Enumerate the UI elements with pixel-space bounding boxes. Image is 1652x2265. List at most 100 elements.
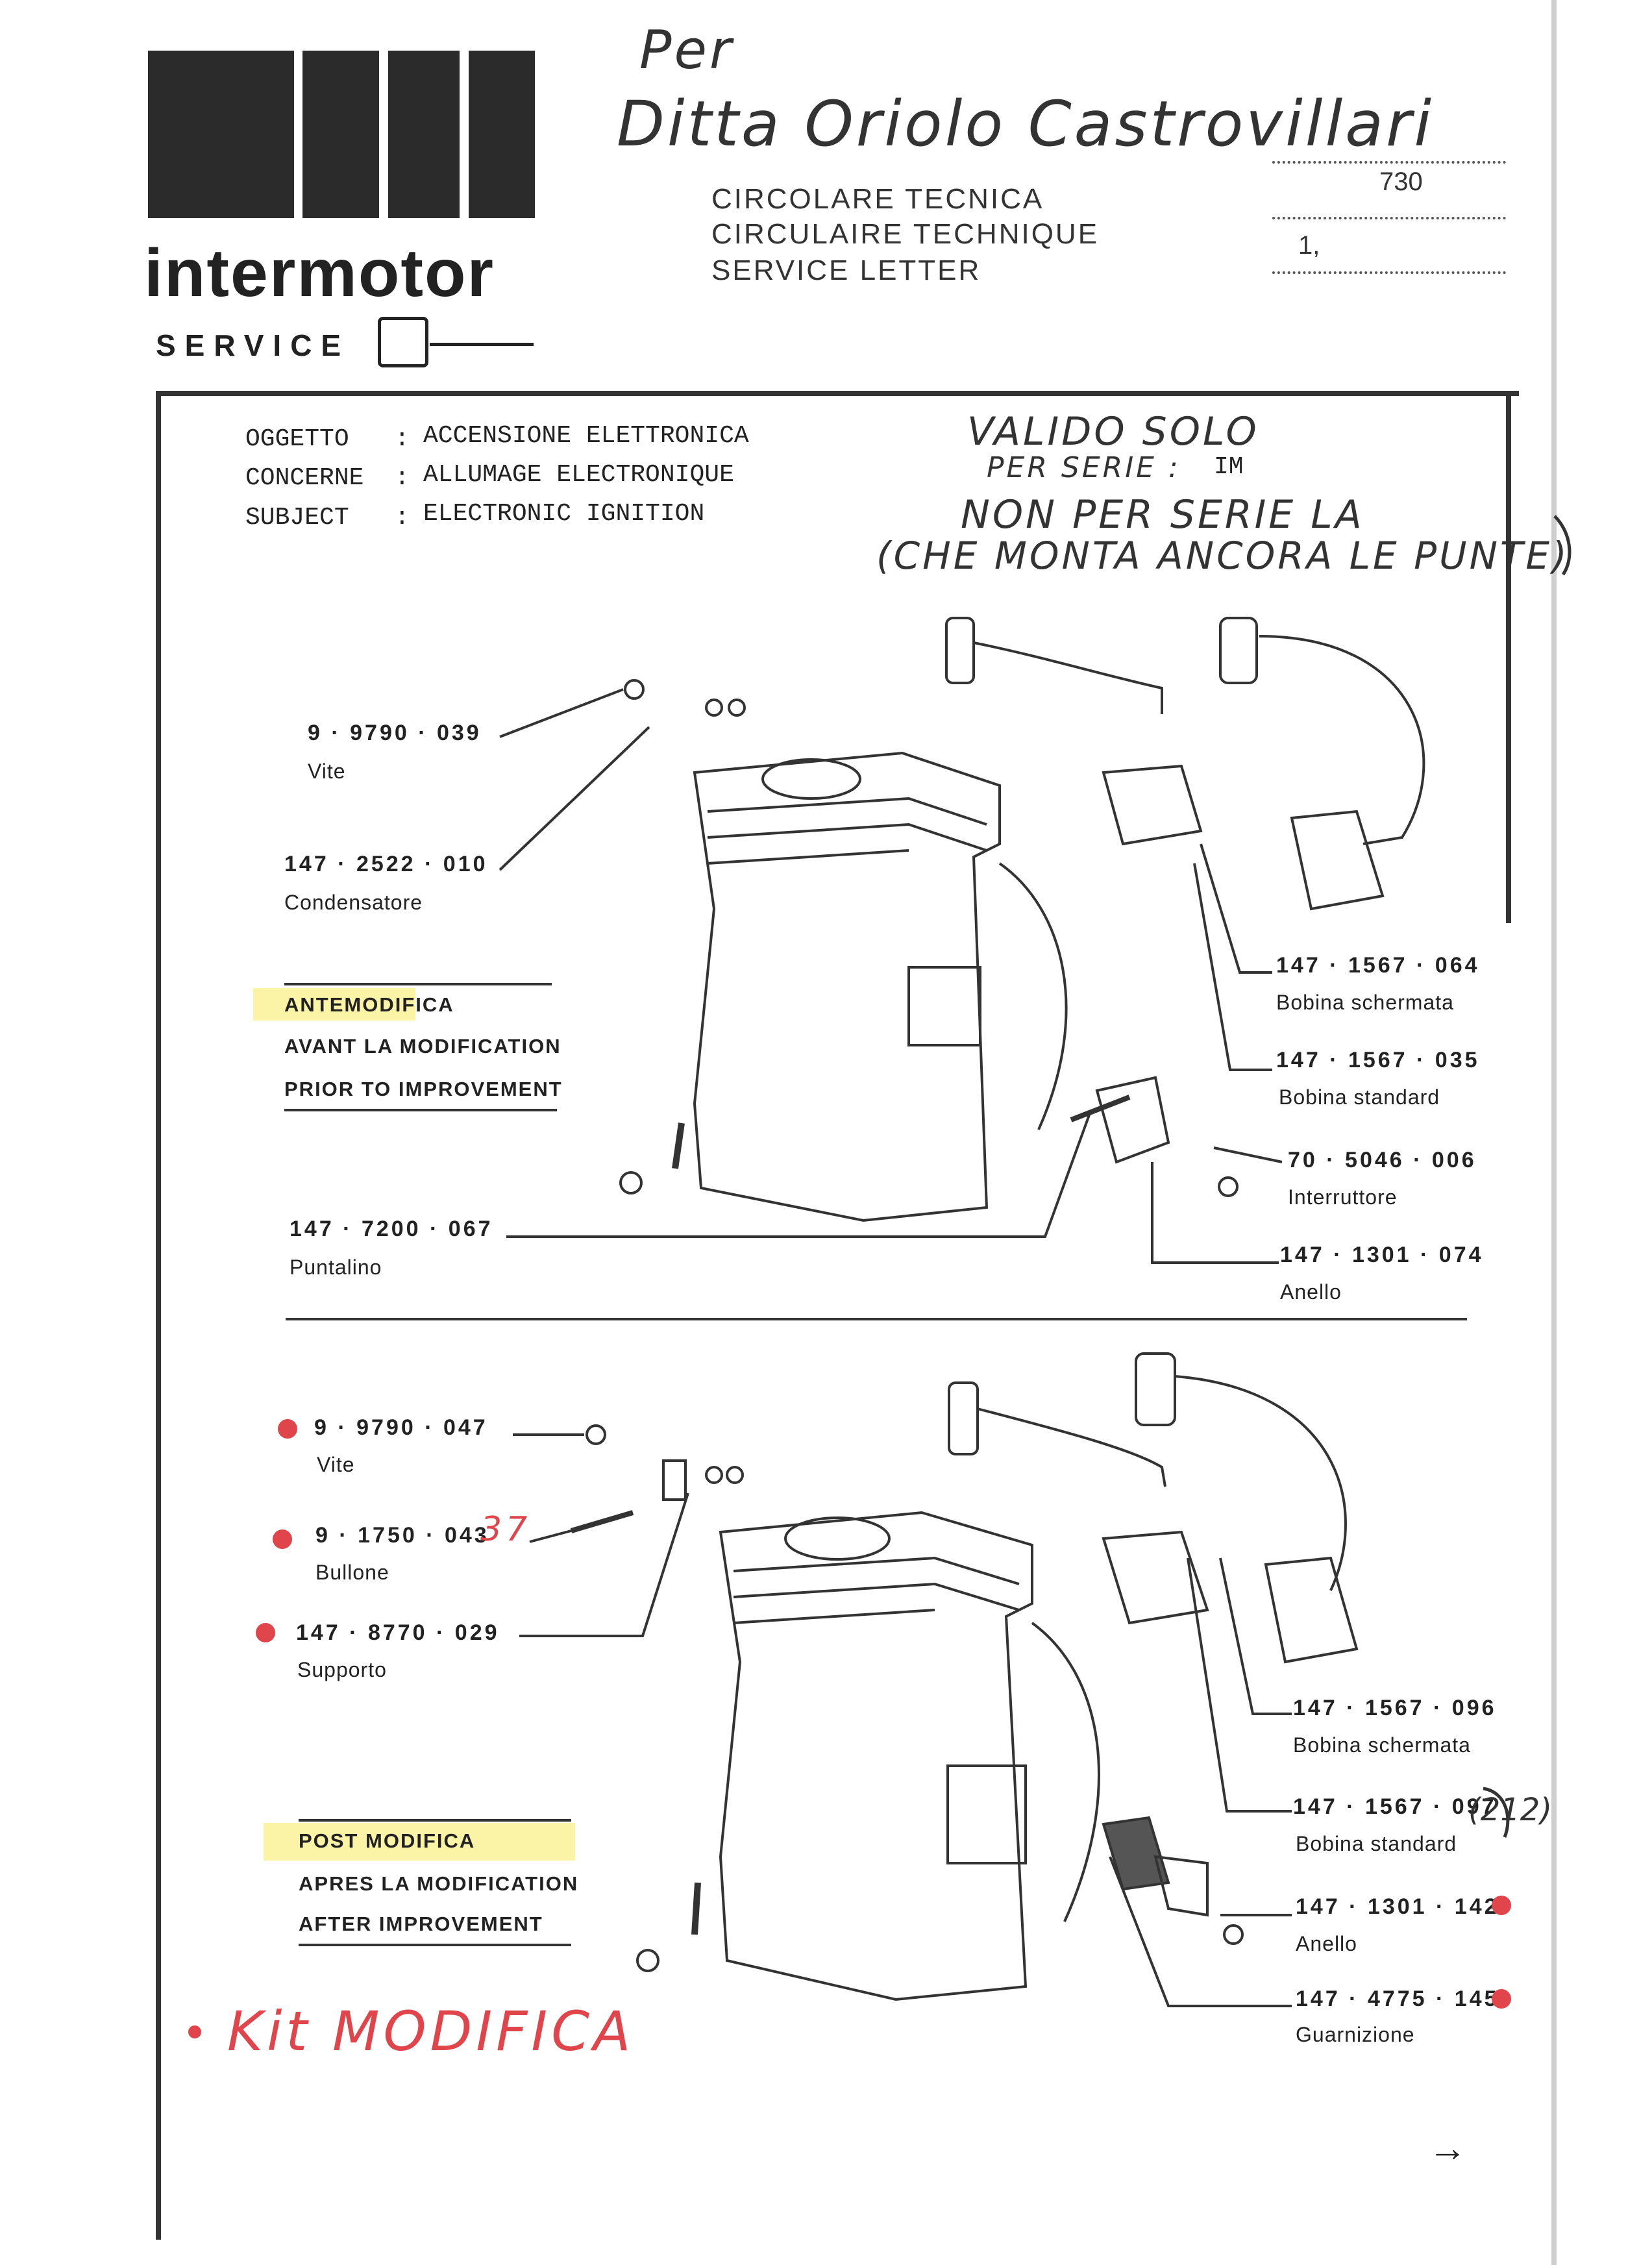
subject-label-subject: SUBJECT xyxy=(245,504,349,532)
dotted-line-1 xyxy=(1272,161,1506,164)
handwritten-note-212: (212) xyxy=(1468,1792,1553,1828)
coil-standard-after xyxy=(1102,1530,1209,1625)
before-part-name-vite: Vite xyxy=(308,760,346,783)
breaker-plate-before xyxy=(907,966,981,1046)
after-part-number-anello: 147 · 1301 · 142 xyxy=(1296,1894,1499,1919)
handwritten-kit-modifica: Kit MODIFICA xyxy=(227,1999,635,2063)
screw-bottom-before xyxy=(619,1171,643,1194)
nut-2-before xyxy=(728,699,746,717)
spark-cap-2-after xyxy=(1135,1352,1176,1426)
before-part-number-bobina-schermata: 147 · 1567 · 064 xyxy=(1276,953,1480,978)
before-part-number-interruttore: 70 · 5046 · 006 xyxy=(1288,1148,1477,1172)
circular-title-fr: CIRCULAIRE TECHNIQUE xyxy=(711,218,1100,250)
after-part-name-bullone: Bullone xyxy=(315,1561,389,1584)
after-part-number-supporto: 147 · 8770 · 029 xyxy=(296,1620,500,1645)
before-part-name-bobina-schermata: Bobina schermata xyxy=(1276,991,1454,1014)
kit-marker-anello xyxy=(1492,1896,1511,1915)
kit-note-marker xyxy=(188,2025,201,2038)
flywheel-housing-before xyxy=(998,862,1068,1130)
after-part-number-bullone: 9 · 1750 · 043 xyxy=(315,1523,489,1548)
after-part-number-bobina-standard: 147 · 1567 · 097 xyxy=(1293,1794,1497,1819)
before-part-number-puntalino: 147 · 7200 · 067 xyxy=(290,1217,493,1241)
engine-fin-3-before xyxy=(707,849,909,865)
before-part-name-bobina-standard: Bobina standard xyxy=(1279,1085,1440,1109)
after-label-it: POST MODIFICA xyxy=(299,1829,476,1852)
content-frame xyxy=(156,391,1519,2240)
subject-value-concerne: ALLUMAGE ELECTRONIQUE xyxy=(423,461,734,489)
circular-number: 730 xyxy=(1379,167,1423,196)
leader-supporto xyxy=(519,1492,689,1637)
before-part-number-vite: 9 · 9790 · 039 xyxy=(308,721,482,745)
engine-block-before xyxy=(693,751,1001,1222)
coil-shielded-before xyxy=(1290,810,1385,911)
cylinder-bore-before xyxy=(761,758,861,800)
handwritten-per: Per xyxy=(639,19,734,81)
logo-bar-2 xyxy=(302,51,379,218)
after-label-rule-top xyxy=(299,1819,571,1822)
ring-plate-after xyxy=(1153,1855,1209,1917)
engine-fin-2-before xyxy=(707,823,987,852)
support-bracket-after xyxy=(662,1459,687,1501)
before-label-fr: AVANT LA MODIFICATION xyxy=(284,1035,561,1058)
service-underline xyxy=(430,343,534,346)
bracket-before xyxy=(672,1122,685,1169)
before-part-name-anello: Anello xyxy=(1280,1280,1342,1304)
content-frame-right xyxy=(1506,391,1511,923)
engine-fin-1-after xyxy=(733,1556,1020,1585)
pushrod-before xyxy=(1070,1095,1131,1122)
before-label-highlight xyxy=(253,988,415,1021)
ht-cable-2-before xyxy=(1259,635,1425,845)
handwritten-correction-37: 37 xyxy=(480,1510,532,1549)
screw-vite-after xyxy=(586,1424,606,1445)
switch-plate-before xyxy=(1095,1076,1170,1164)
screw-vite-before xyxy=(624,679,645,700)
hand-bracket-punte xyxy=(1553,515,1572,576)
circular-title-en: SERVICE LETTER xyxy=(711,254,981,286)
leader-bobina-schermata-before xyxy=(1200,843,1272,974)
handwritten-punte-note: (CHE MONTA ANCORA LE PUNTE) xyxy=(876,534,1570,578)
leader-bullone xyxy=(529,1529,572,1543)
gasket-after xyxy=(1102,1816,1170,1891)
kit-marker-supporto xyxy=(256,1623,275,1642)
before-label-en: PRIOR TO IMPROVEMENT xyxy=(284,1078,563,1100)
engine-block-after xyxy=(719,1511,1033,2001)
kit-marker-bullone xyxy=(273,1529,292,1549)
subject-sep-3: : xyxy=(395,504,410,532)
leader-interruttore xyxy=(1213,1146,1283,1163)
handwritten-addressee: Ditta Oriolo Castrovillari xyxy=(617,88,1435,160)
switch-screw-before xyxy=(1218,1176,1239,1197)
before-part-number-condensatore: 147 · 2522 · 010 xyxy=(284,852,488,876)
after-part-name-guarnizione: Guarnizione xyxy=(1296,2023,1415,2046)
engine-fin-1-before xyxy=(707,797,987,826)
flywheel-housing-after xyxy=(1031,1622,1100,1922)
after-part-name-vite: Vite xyxy=(317,1453,355,1476)
after-part-name-bobina-schermata: Bobina schermata xyxy=(1293,1733,1471,1757)
spark-cap-1-before xyxy=(945,617,975,684)
leader-puntalino xyxy=(506,1111,1092,1238)
handwritten-non-per-serie: NON PER SERIE LA xyxy=(961,492,1364,538)
circular-title-it: CIRCOLARE TECNICA xyxy=(711,183,1044,215)
page-edge-shadow xyxy=(1551,0,1557,2265)
leader-bobina-schermata-after xyxy=(1219,1557,1292,1715)
before-part-number-bobina-standard: 147 · 1567 · 035 xyxy=(1276,1048,1480,1072)
after-part-number-guarnizione: 147 · 4775 · 145 xyxy=(1296,1987,1499,2011)
before-label-it: ANTEMODIFICA xyxy=(284,993,454,1016)
after-part-name-supporto: Supporto xyxy=(297,1658,387,1681)
dotted-line-2 xyxy=(1272,217,1506,219)
before-label-rule-top xyxy=(284,983,552,985)
next-page-arrow-icon: → xyxy=(1428,2126,1467,2170)
nut-1-before xyxy=(705,699,723,717)
leader-bobina-standard-after xyxy=(1187,1557,1292,1813)
subject-sep-1: : xyxy=(395,425,410,453)
subject-sep-2: : xyxy=(395,464,410,492)
subject-value-subject: ELECTRONIC IGNITION xyxy=(423,500,705,528)
nut-1-after xyxy=(705,1466,723,1484)
ring-screw-after xyxy=(1223,1924,1244,1945)
engine-fin-2-after xyxy=(733,1582,1020,1611)
after-part-number-bobina-schermata: 147 · 1567 · 096 xyxy=(1293,1696,1497,1720)
dotted-line-3 xyxy=(1272,271,1506,274)
brand-service: SERVICE xyxy=(156,328,351,362)
brand-name: intermotor xyxy=(144,236,495,311)
intermotor-logo-bars xyxy=(148,51,535,218)
